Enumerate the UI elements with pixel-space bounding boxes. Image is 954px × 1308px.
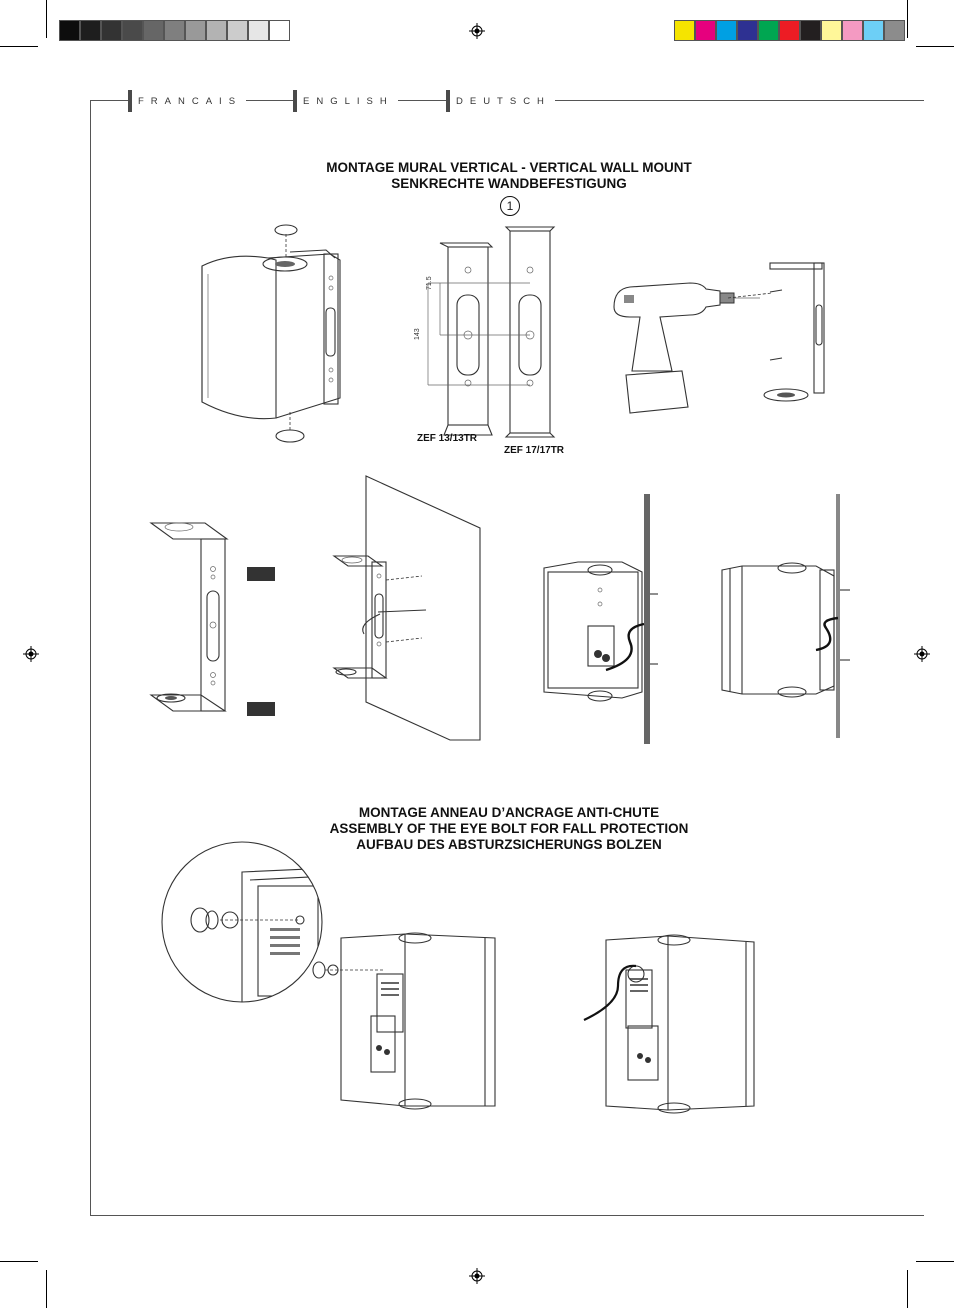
eye-bolt-detail-zoom-illustration	[161, 841, 323, 1003]
color-swatch-2	[716, 20, 737, 41]
page-frame-left	[90, 100, 91, 1216]
drill-illustration	[613, 262, 825, 414]
registration-mark-top-icon	[469, 23, 485, 39]
section2-title: MONTAGE ANNEAU D’ANCRAGE ANTI-CHUTE ASSE…	[329, 805, 689, 852]
gray-swatch-8	[227, 20, 248, 41]
color-swatch-4	[758, 20, 779, 41]
gray-swatch-0	[59, 20, 80, 41]
registration-mark-left-icon	[23, 646, 39, 662]
gray-calibration-bar	[59, 20, 290, 41]
gray-swatch-9	[248, 20, 269, 41]
section1-title: MONTAGE MURAL VERTICAL - VERTICAL WALL M…	[326, 160, 692, 191]
speaker-side-on-wall-illustration	[721, 494, 850, 738]
dimension-long-label: 143	[414, 328, 421, 340]
color-swatch-10	[884, 20, 905, 41]
speaker-eye-bolt-assembly-illustration	[312, 932, 496, 1110]
gray-swatch-3	[122, 20, 143, 41]
bracket-label-large: ZEF 17/17TR	[504, 445, 565, 456]
tab-deutsch[interactable]: DEUTSCH	[446, 90, 555, 112]
gray-swatch-7	[206, 20, 227, 41]
color-swatch-9	[863, 20, 884, 41]
gray-swatch-1	[80, 20, 101, 41]
tab-english[interactable]: ENGLISH	[293, 90, 398, 112]
speaker-front-on-wall-illustration	[543, 494, 658, 744]
color-swatch-6	[800, 20, 821, 41]
color-swatch-1	[695, 20, 716, 41]
registration-mark-right-icon	[914, 646, 930, 662]
step-number-badge: 1	[500, 196, 520, 216]
gray-swatch-4	[143, 20, 164, 41]
speaker-eye-bolt-installed-illustration	[583, 934, 755, 1114]
bracket-label-small: ZEF 13/13TR	[417, 433, 478, 444]
color-swatch-3	[737, 20, 758, 41]
color-swatch-7	[821, 20, 842, 41]
gray-swatch-6	[185, 20, 206, 41]
speaker-with-bracket-illustration	[201, 224, 341, 443]
bracket-with-pads-illustration	[149, 522, 275, 716]
color-swatch-0	[674, 20, 695, 41]
registration-mark-bottom-icon	[469, 1268, 485, 1284]
color-swatch-5	[779, 20, 800, 41]
gray-swatch-2	[101, 20, 122, 41]
color-calibration-bar	[674, 20, 905, 41]
bracket-dimensions-diagram	[427, 226, 556, 438]
dimension-short-label: 71.5	[426, 276, 433, 290]
gray-swatch-5	[164, 20, 185, 41]
gray-swatch-10	[269, 20, 290, 41]
tab-francais[interactable]: FRANCAIS	[128, 90, 247, 112]
page-frame-bottom	[90, 1215, 924, 1216]
color-swatch-8	[842, 20, 863, 41]
bracket-on-wall-illustration	[332, 475, 481, 741]
